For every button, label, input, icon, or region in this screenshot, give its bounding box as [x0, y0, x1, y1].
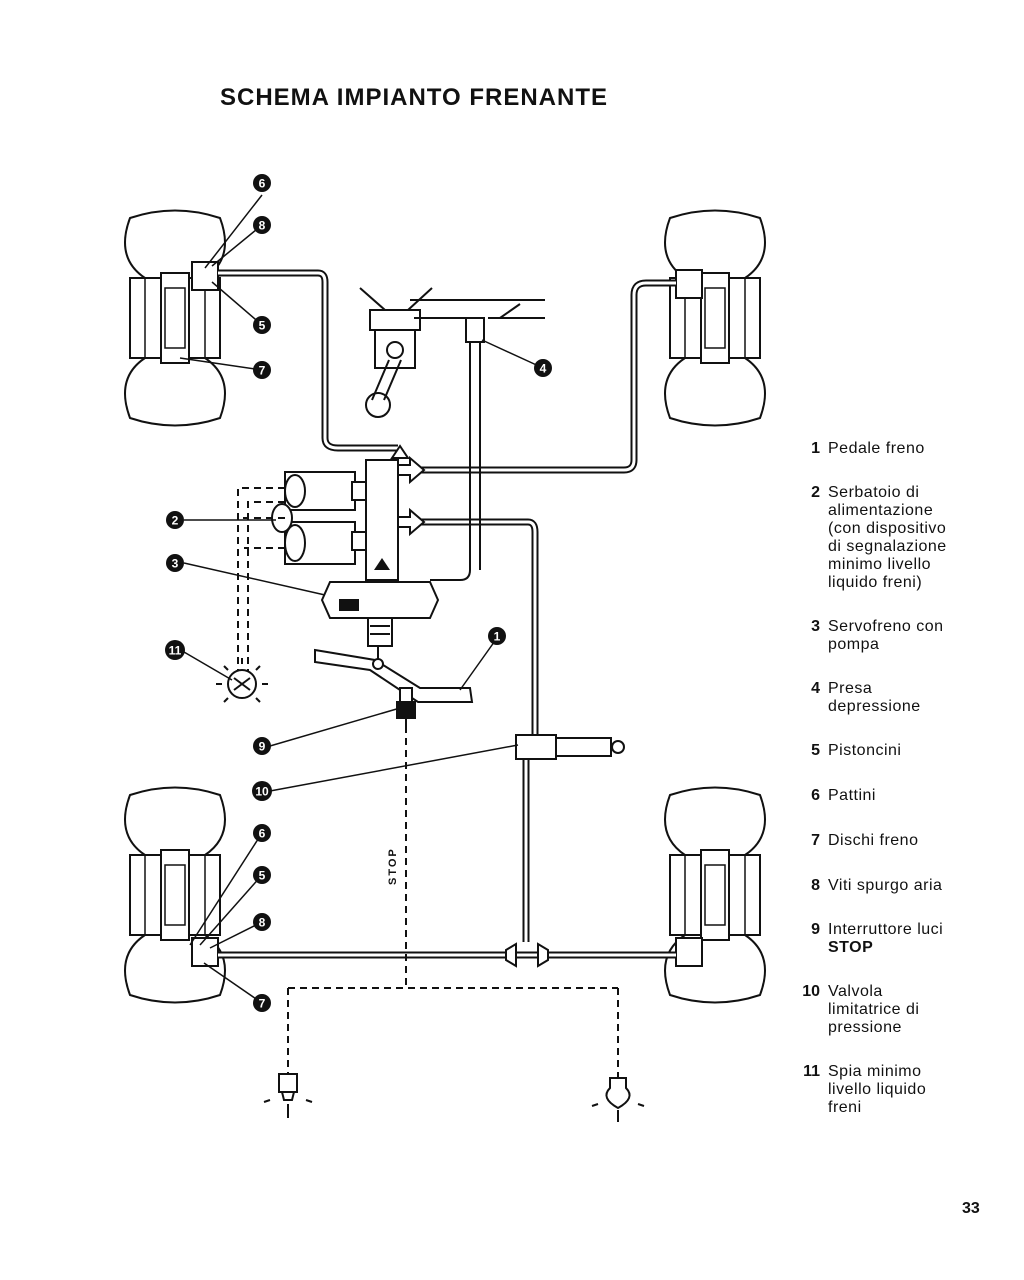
- svg-text:6: 6: [259, 177, 266, 191]
- svg-text:7: 7: [259, 997, 266, 1011]
- legend-item: 1 Pedale freno: [790, 440, 1010, 458]
- svg-text:5: 5: [259, 869, 266, 883]
- flow-arrows: [390, 444, 549, 968]
- vacuum-line: [430, 320, 481, 581]
- warning-lamp-wiring: [237, 487, 285, 672]
- page-title: SCHEMA IMPIANTO FRENANTE: [220, 84, 609, 111]
- callout-7-top: 7: [253, 361, 271, 379]
- stop-wire-label: STOP: [387, 847, 399, 885]
- legend-num: 2: [811, 484, 820, 501]
- callout-10: 10: [252, 781, 272, 801]
- stop-light-wiring: [287, 726, 619, 1078]
- legend-num: 9: [811, 921, 820, 938]
- legend-num: 3: [811, 618, 820, 635]
- svg-text:2: 2: [172, 514, 179, 528]
- warning-lamp: [216, 658, 268, 703]
- svg-text:5: 5: [259, 319, 266, 333]
- legend-item: 4 Presa depressione: [790, 680, 1010, 716]
- legend-text: Pedale freno: [828, 440, 925, 457]
- legend-text: Spia minimo livello liquido freni: [828, 1063, 927, 1116]
- callout-8-bottom: 8: [253, 913, 271, 931]
- legend-item: 6 Pattini: [790, 787, 1010, 805]
- caliper-front-right: [675, 269, 703, 299]
- callout-5-bottom: 5: [253, 866, 271, 884]
- svg-text:6: 6: [259, 827, 266, 841]
- svg-text:3: 3: [172, 557, 179, 571]
- vacuum-port: [465, 317, 485, 343]
- pressure-limiting-valve: [515, 734, 625, 760]
- legend-text: Servofreno con pompa: [828, 618, 944, 653]
- legend-item: 9 Interruttore luci STOP: [790, 921, 1010, 957]
- hydraulic-lines-inner: [218, 271, 676, 957]
- brake-booster: [320, 581, 440, 647]
- legend-text: Pattini: [828, 787, 876, 804]
- legend-text: Dischi freno: [828, 832, 919, 849]
- svg-text:10: 10: [255, 785, 269, 799]
- legend-item: 7 Dischi freno: [790, 832, 1010, 850]
- svg-text:11: 11: [169, 644, 182, 658]
- svg-text:9: 9: [259, 740, 266, 754]
- legend-num: 11: [803, 1063, 820, 1080]
- legend-text: Serbatoio di alimentazione (con disposit…: [828, 484, 947, 591]
- engine-cylinder: [359, 287, 545, 418]
- svg-text:8: 8: [259, 916, 266, 930]
- stop-light-switch: [396, 687, 416, 726]
- callout-11: 11: [165, 640, 185, 660]
- front-right-wheel: [664, 209, 766, 427]
- legend-item: 10 Valvola limitatrice di pressione: [790, 983, 1010, 1037]
- callout-5-top: 5: [253, 316, 271, 334]
- callout-8-top: 8: [253, 216, 271, 234]
- legend-item: 8 Viti spurgo aria: [790, 877, 1010, 895]
- legend-num: 6: [811, 787, 820, 804]
- legend: 1 Pedale freno 2 Serbatoio di alimentazi…: [790, 440, 1010, 1117]
- rear-right-wheel: [664, 786, 766, 1004]
- callout-7-bottom: 7: [253, 994, 271, 1012]
- legend-num: 1: [811, 440, 820, 457]
- brake-pedal: [314, 646, 474, 703]
- legend-item: 11 Spia minimo livello liquido freni: [790, 1063, 1010, 1117]
- legend-num: 7: [811, 832, 820, 849]
- svg-text:8: 8: [259, 219, 266, 233]
- caliper-rear-right: [675, 937, 703, 967]
- legend-text: Viti spurgo aria: [828, 877, 943, 894]
- callout-3: 3: [166, 554, 184, 572]
- svg-text:1: 1: [494, 630, 501, 644]
- rear-left-wheel: [124, 786, 226, 1004]
- caliper-rear-left: [191, 937, 219, 967]
- legend-text: Pistoncini: [828, 742, 902, 759]
- caliper-front-left: [191, 261, 219, 291]
- svg-text:7: 7: [259, 364, 266, 378]
- brake-fluid-reservoir: [271, 471, 367, 565]
- legend-text: Interruttore luci STOP: [828, 921, 944, 956]
- legend-item: 3 Servofreno con pompa: [790, 618, 1010, 654]
- callout-6-top: 6: [253, 174, 271, 192]
- callout-9: 9: [253, 737, 271, 755]
- legend-num: 5: [811, 742, 820, 759]
- callout-2: 2: [166, 511, 184, 529]
- callout-6-bottom: 6: [253, 824, 271, 842]
- callout-1: 1: [488, 627, 506, 645]
- legend-num: 4: [811, 680, 820, 697]
- stop-lamp-left: [263, 1073, 313, 1118]
- stop-lamp-right: [591, 1077, 645, 1122]
- front-left-wheel: [124, 209, 226, 427]
- legend-num: 10: [802, 983, 820, 1000]
- svg-text:4: 4: [540, 362, 547, 376]
- legend-item: 5 Pistoncini: [790, 742, 1010, 760]
- legend-text: Presa depressione: [828, 680, 921, 715]
- legend-num: 8: [811, 877, 820, 894]
- leader-lines: [179, 194, 544, 1004]
- hydraulic-lines: [218, 269, 676, 959]
- callout-4: 4: [534, 359, 552, 377]
- page-number: 33: [962, 1200, 980, 1217]
- legend-item: 2 Serbatoio di alimentazione (con dispos…: [790, 484, 1010, 592]
- legend-text: Valvola limitatrice di pressione: [828, 983, 920, 1036]
